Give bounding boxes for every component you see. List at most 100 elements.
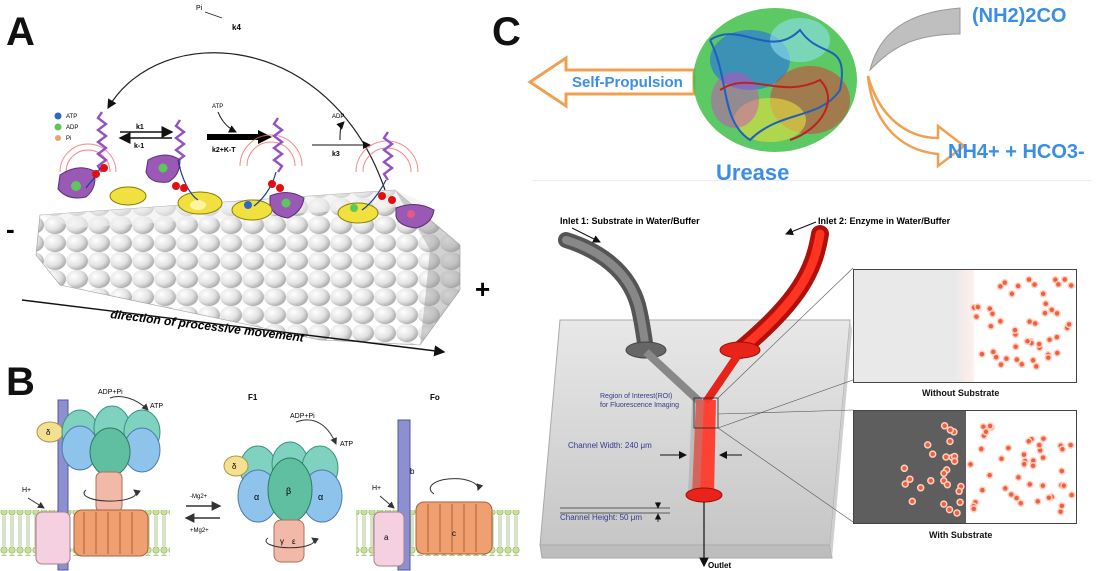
enzyme-dot [978,350,986,358]
enzyme-dot [1004,444,1013,452]
adp-legend: ADP [66,125,78,131]
enzyme-dot [1039,290,1047,298]
y-channel-red [702,349,744,405]
f1-head-left [61,405,161,477]
enzyme-dot [985,471,994,479]
self-propulsion-label: Self-Propulsion [572,74,683,91]
enzyme-dot [1007,490,1016,499]
products-label: NH4+ + HCO3- [948,141,1085,163]
enzyme-dot [972,312,981,321]
enzyme-dot [1045,493,1053,502]
panel-letter-c: C [492,10,521,54]
halo-group [59,134,419,173]
enzyme-dot [950,457,959,465]
without-substrate-panel [853,269,1077,383]
adp-label: ADP [332,114,344,120]
enzyme-dot [943,480,952,489]
plus-end: + [475,274,490,304]
enzyme-dot [1054,280,1063,289]
inlet-1-label: Inlet 1: Substrate in Water/Buffer [560,216,700,226]
enzyme-dot [1048,306,1056,314]
atp-mid: ATP [340,441,353,448]
enzyme-dot [1001,278,1009,287]
enzyme-dot [977,445,986,453]
minus-end: - [6,214,15,244]
enzyme-dot [1024,437,1033,446]
enzyme-dot [974,303,982,311]
enzyme-dot [988,310,997,318]
enzyme-dot [1058,467,1066,475]
enzyme-dot [1029,461,1037,470]
enzyme-dot [982,428,990,436]
panel-c-divider [532,180,1092,181]
enzyme-dot [1039,453,1047,462]
c-ring-right [415,501,493,555]
enzyme-dots-bottom-right [966,422,1076,516]
enzyme-dot [1039,481,1047,490]
enzyme-dot [928,450,937,458]
k2-arrow [207,130,272,144]
enzyme-dot [1020,450,1028,459]
urea-label: (NH2)2CO [972,5,1066,27]
enzyme-dot [956,498,964,507]
pi-legend: Pi [66,136,71,142]
enzyme-dot [1011,326,1019,334]
enzyme-dot [940,500,948,508]
product-arrow [866,75,967,169]
plus-mg-label: +Mg2+ [190,528,209,534]
c-ring-left [73,509,149,557]
panel-a-figure: Pi k4 ATP ADP Pi k1 k-1 ATP k2+K-T ADP k… [6,5,490,357]
c-label: c [452,529,456,538]
enzyme-dot [916,484,925,492]
enzyme-dot [1002,354,1011,363]
enzyme-dot [1014,473,1023,482]
enzyme-dots-bottom-left [900,422,965,517]
without-substrate-label: Without Substrate [922,388,1000,398]
panel-letter-a: A [6,10,35,54]
without-substrate-gradient [954,270,974,382]
pi-legend-dot [55,135,61,141]
enzyme-dot [1020,460,1028,468]
atp-left: ATP [150,403,163,410]
enzyme-dot [900,464,909,473]
enzyme-dot [1017,499,1025,507]
without-substrate-left [854,270,966,382]
enzyme-dot [1013,355,1021,364]
enzyme-dot [1011,342,1020,351]
enzyme-dot [946,437,954,446]
f1-head-mid [237,441,343,523]
urease-structure [693,8,857,152]
delta-mid-label: δ [232,462,237,471]
enzyme-dot [923,441,932,449]
enzyme-dot [1058,502,1066,510]
enzyme-dot [987,322,995,330]
enzyme-dot [997,455,1006,463]
channel-width-label: Channel Width: 240 μm [568,441,652,450]
enzyme-dot [986,422,994,430]
beta-label: β [286,486,291,496]
enzyme-dot [942,453,950,461]
enzyme-dot [906,475,914,483]
atp-legend: ATP [66,114,77,120]
enzyme-dot [1044,353,1053,362]
enzyme-dot [1026,480,1034,489]
enzyme-dot [1042,300,1050,308]
enzyme-dot [1012,494,1021,502]
pi-top-label: Pi [196,5,203,12]
stator-left [57,399,69,571]
enzyme-dot [1039,434,1048,443]
enzyme-dots-top [970,275,1075,371]
enzyme-dot [970,505,978,513]
minus-mg-label: -Mg2+ [190,494,208,500]
enzyme-dot [953,509,961,517]
enzyme-dot [1041,309,1049,317]
alpha-label-2: α [318,492,323,502]
enzyme-dot [1025,317,1034,326]
roi-box [693,397,719,429]
adp-pi-mid: ADP+Pi [290,413,315,420]
atp-label: ATP [212,104,223,110]
b-label: b [410,467,415,476]
enzyme-dot [908,497,917,506]
k4-arc [107,52,386,191]
enzyme-dot [1053,309,1061,318]
